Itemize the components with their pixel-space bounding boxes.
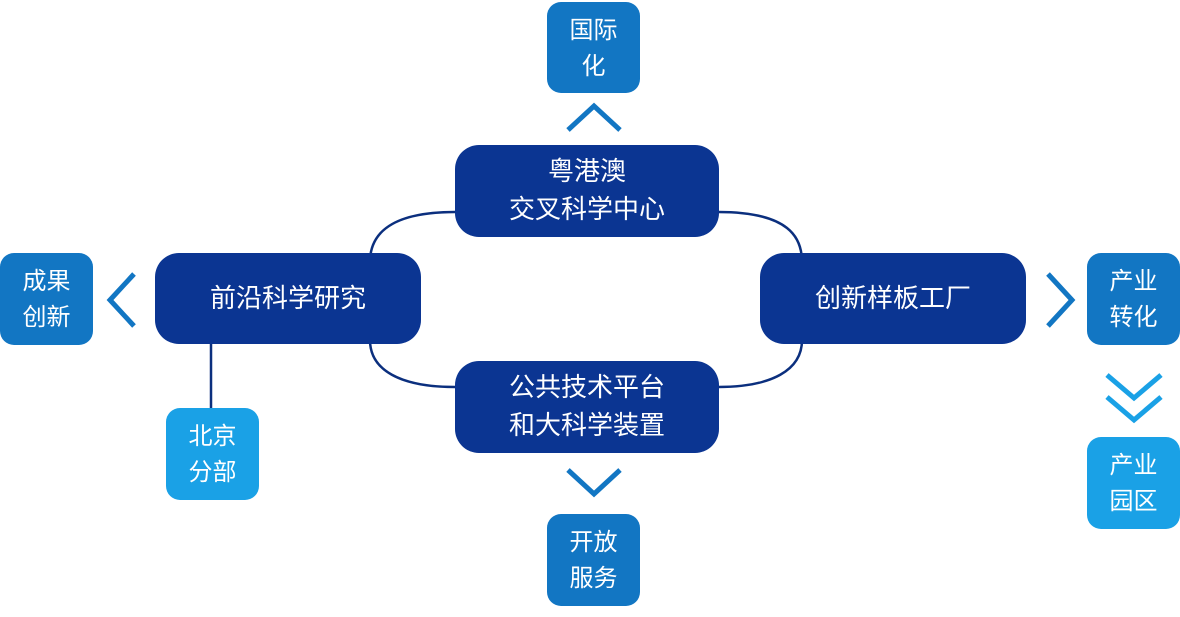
node-open-service: 开放 服务	[547, 514, 640, 606]
chevron-right-icon	[1046, 272, 1076, 328]
double-chevron-down-icon	[1105, 373, 1163, 424]
link-bottomleft	[368, 339, 456, 389]
node-industrial-park: 产业 园区	[1087, 437, 1180, 529]
node-internationalization: 国际 化	[547, 2, 640, 93]
node-achievement-innovation: 成果 创新	[0, 253, 93, 345]
node-beijing-branch: 北京 分部	[166, 408, 259, 500]
link-bottomright	[717, 339, 804, 389]
node-industry-transformation: 产业 转化	[1087, 253, 1180, 345]
chevron-left-icon	[106, 272, 136, 328]
node-cross-science-center: 粤港澳 交叉科学中心	[455, 145, 719, 237]
node-tech-platform: 公共技术平台 和大科学装置	[455, 361, 719, 453]
chevron-up-icon	[566, 102, 622, 132]
node-frontier-research: 前沿科学研究	[155, 253, 421, 344]
node-innovation-factory: 创新样板工厂	[760, 253, 1026, 344]
chevron-down-icon	[566, 468, 622, 498]
